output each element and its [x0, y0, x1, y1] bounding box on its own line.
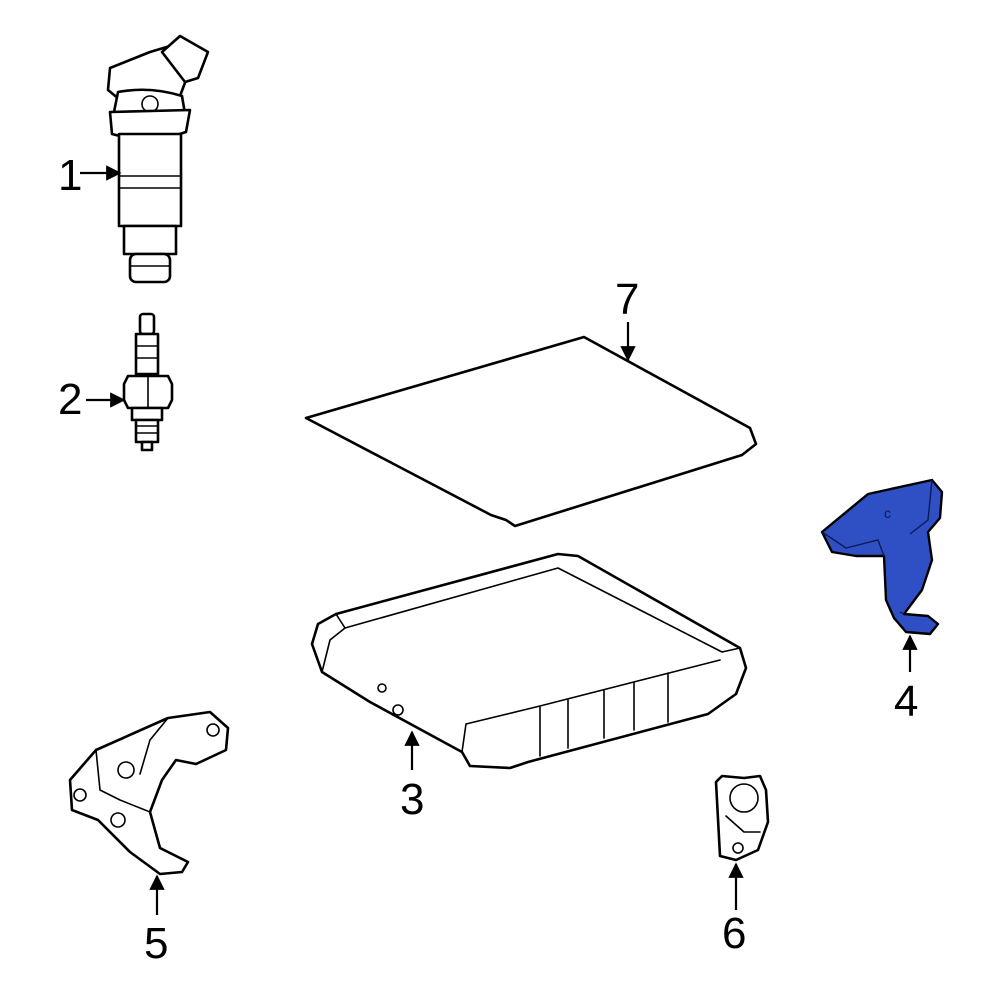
callout-6: 6 — [722, 909, 746, 958]
callout-2: 2 — [58, 375, 82, 424]
callout-7: 7 — [615, 275, 639, 324]
control-module-part-3[interactable] — [310, 552, 748, 770]
callout-3: 3 — [400, 775, 424, 824]
callout-5: 5 — [144, 919, 168, 968]
callout-4: 4 — [894, 677, 918, 726]
bracket-part-5[interactable] — [68, 710, 230, 876]
ignition-coil-part-1[interactable] — [106, 34, 210, 284]
cover-plate-part-7[interactable] — [304, 335, 758, 528]
callout-1: 1 — [58, 151, 82, 200]
svg-text:c: c — [884, 505, 891, 521]
spark-plug-part-2[interactable] — [122, 312, 174, 452]
clip-part-6[interactable] — [714, 774, 770, 862]
bracket-part-4[interactable]: c — [820, 478, 944, 636]
